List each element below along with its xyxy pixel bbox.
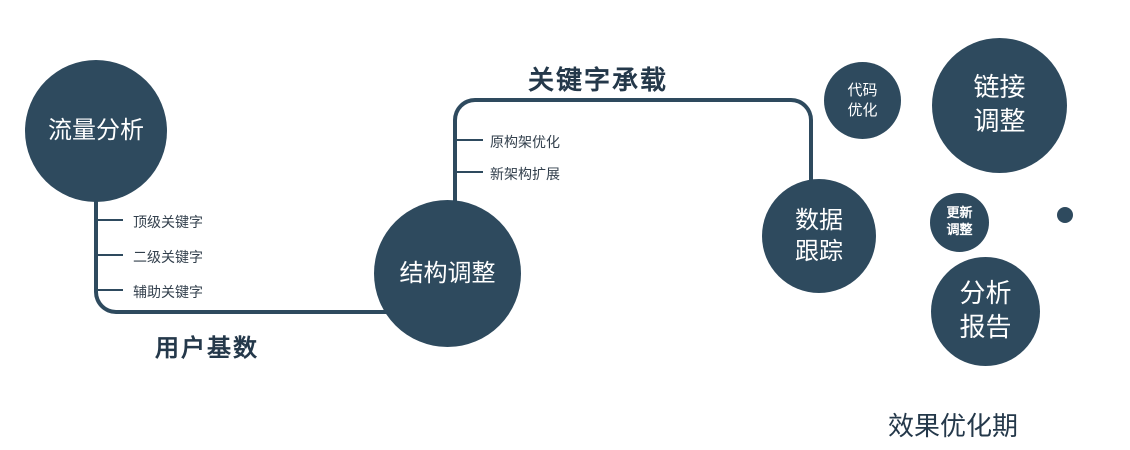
- footer-caption: 效果优化期: [888, 412, 1019, 442]
- node-link-adjustment: 链接 调整: [932, 38, 1067, 173]
- branch-tick: [457, 139, 483, 141]
- node-analysis-report-line2: 报告: [959, 312, 1012, 343]
- node-link-adjustment-line1: 链接: [973, 72, 1026, 103]
- edge-label-keyword-carrying: 关键字承载: [528, 66, 669, 96]
- node-analysis-report-line1: 分析: [959, 278, 1012, 309]
- branch-label-original-architecture: 原构架优化: [490, 135, 560, 151]
- branch-label-top-keywords: 顶级关键字: [133, 215, 203, 231]
- node-code-optimization-line1: 代码: [847, 81, 878, 99]
- node-structure-adjustment: 结构调整: [374, 200, 521, 347]
- node-data-tracking-line2: 跟踪: [795, 237, 843, 265]
- branch-tick: [96, 254, 123, 256]
- node-update-adjustment-line2: 调整: [946, 222, 973, 238]
- branch-tick: [457, 171, 483, 173]
- branch-label-auxiliary-keywords: 辅助关键字: [133, 285, 203, 301]
- node-analysis-report: 分析 报告: [931, 257, 1040, 366]
- node-traffic-analysis-label: 流量分析: [48, 116, 144, 145]
- branch-tick: [96, 289, 123, 291]
- bullet-dot: [1057, 207, 1073, 223]
- node-update-adjustment: 更新 调整: [930, 193, 989, 252]
- branch-label-secondary-keywords: 二级关键字: [133, 250, 203, 266]
- node-data-tracking-line1: 数据: [795, 205, 843, 234]
- branch-tick: [96, 219, 123, 221]
- branch-label-new-architecture: 新架构扩展: [490, 167, 560, 183]
- node-code-optimization: 代码 优化: [824, 62, 901, 139]
- edge-label-user-base: 用户基数: [155, 334, 259, 362]
- node-update-adjustment-line1: 更新: [946, 205, 973, 221]
- node-data-tracking: 数据 跟踪: [762, 179, 876, 293]
- node-code-optimization-line2: 优化: [847, 100, 878, 119]
- node-structure-adjustment-label: 结构调整: [399, 258, 496, 287]
- connector-structure-to-tracking: [453, 98, 813, 206]
- node-link-adjustment-line2: 调整: [973, 106, 1026, 137]
- node-traffic-analysis: 流量分析: [25, 60, 167, 202]
